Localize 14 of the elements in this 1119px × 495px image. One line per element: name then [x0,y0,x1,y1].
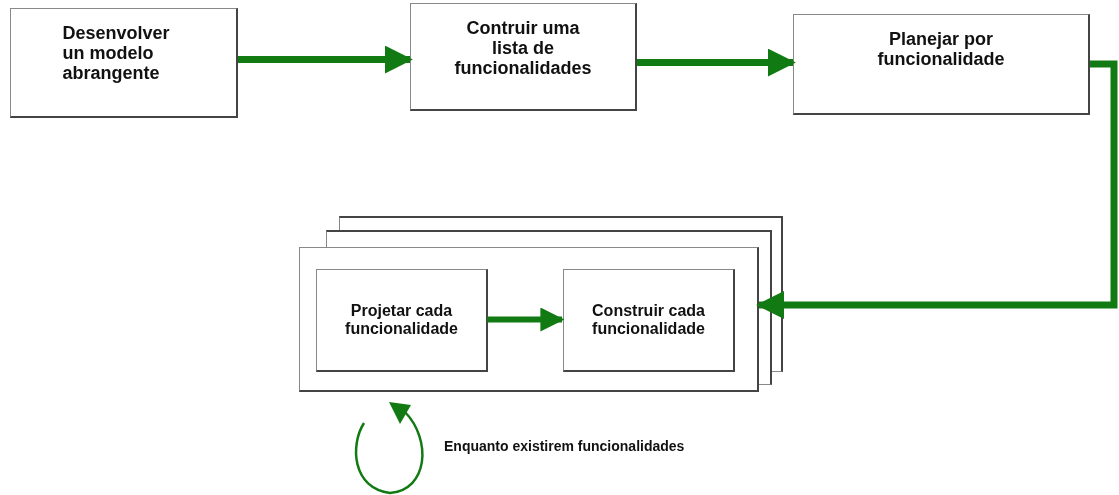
arrow [756,60,1118,319]
arrow [487,307,565,332]
process-box [793,14,1090,115]
process-box [563,269,735,372]
loop-label: Enquanto existirem funcionalidades [444,438,685,455]
box-text: Desenvolver un modelo abrangente [62,23,171,84]
process-box [410,3,637,111]
box-text: Contruir uma lista de funcionalidades [453,18,593,79]
box-text: Planejar por funcionalidade [876,29,1006,70]
process-box [10,8,238,118]
stack-frame [299,247,759,392]
process-box [316,269,488,372]
box-text: Construir cada funcionalidade [592,302,705,338]
box-text: Projetar cada funcionalidade [345,302,458,338]
